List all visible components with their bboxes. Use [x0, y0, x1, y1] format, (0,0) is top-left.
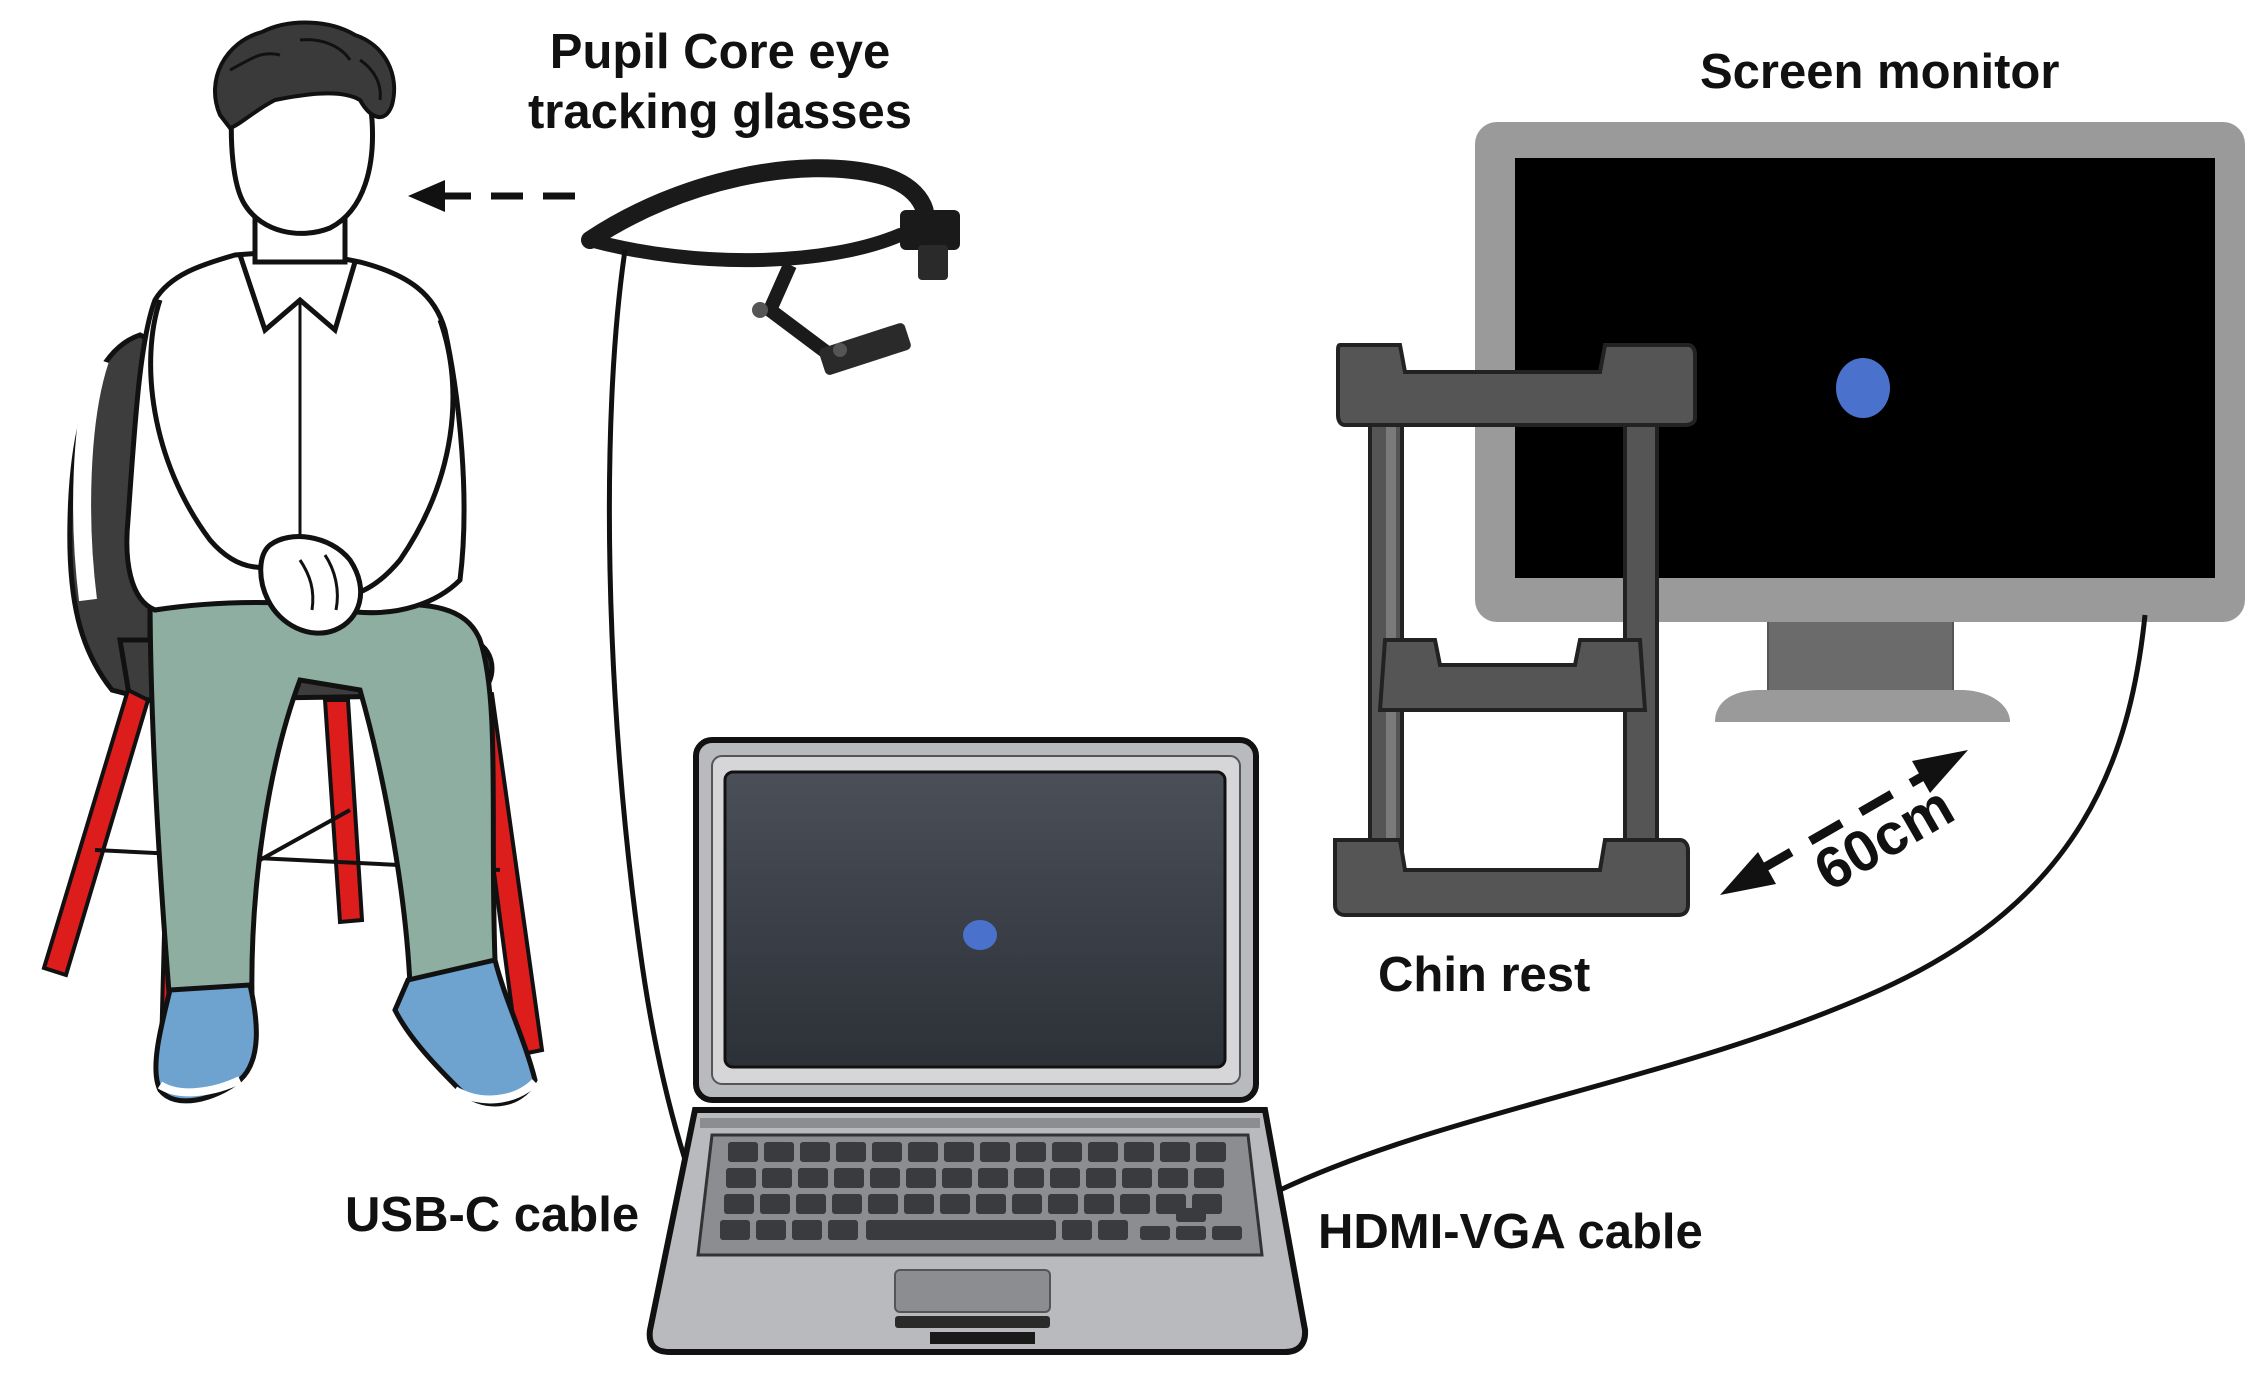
keyboard-key	[870, 1168, 900, 1188]
keyboard-key	[1014, 1168, 1044, 1188]
keyboard-key	[828, 1220, 858, 1240]
keyboard-key	[1194, 1168, 1224, 1188]
keyboard-key	[724, 1194, 754, 1214]
keyboard-key	[1086, 1168, 1116, 1188]
keyboard-key	[834, 1168, 864, 1188]
keyboard-key	[976, 1194, 1006, 1214]
keyboard-key	[1140, 1226, 1170, 1240]
keyboard-key	[1016, 1142, 1046, 1162]
keyboard-key	[1196, 1142, 1226, 1162]
keyboard-key	[1098, 1220, 1128, 1240]
keyboard-key	[980, 1142, 1010, 1162]
laptop	[646, 737, 1309, 1355]
left-shoe	[153, 982, 259, 1104]
keyboard-key	[796, 1194, 826, 1214]
keyboard-key	[1160, 1142, 1190, 1162]
glasses-label-line-1: Pupil Core eye	[549, 25, 891, 79]
chin-rest-label: Chin rest	[1378, 948, 1591, 1002]
usb-c-cable-label: USB-C cable	[345, 1188, 640, 1242]
keyboard-key	[1052, 1142, 1082, 1162]
keyboard-key	[868, 1194, 898, 1214]
keyboard-key	[764, 1142, 794, 1162]
keyboard-key	[942, 1168, 972, 1188]
glasses-label-line-2: tracking glasses	[527, 85, 913, 139]
keyboard-key	[1212, 1226, 1242, 1240]
keyboard-key	[798, 1168, 828, 1188]
keyboard-key	[836, 1142, 866, 1162]
keyboard-key	[940, 1194, 970, 1214]
monitor-target-dot	[1836, 358, 1890, 418]
keyboard-key	[720, 1220, 750, 1240]
laptop-target-dot	[963, 920, 997, 950]
glasses-to-head-arrow	[408, 180, 575, 212]
keyboard-key	[1050, 1168, 1080, 1188]
eye-tracking-glasses	[581, 159, 960, 375]
hdmi-vga-cable-label: HDMI-VGA cable	[1318, 1205, 1703, 1259]
keyboard-key	[1158, 1168, 1188, 1188]
keyboard-key	[906, 1168, 936, 1188]
keyboard-key	[1120, 1194, 1150, 1214]
seated-participant	[41, 20, 545, 1107]
keyboard-key	[944, 1142, 974, 1162]
keyboard-key	[1088, 1142, 1118, 1162]
keyboard-key	[1124, 1142, 1154, 1162]
distance-arrow	[1720, 750, 1968, 895]
keyboard-key	[800, 1142, 830, 1162]
keyboard-key	[1048, 1194, 1078, 1214]
keyboard-key	[866, 1220, 1056, 1240]
keyboard-key	[1176, 1226, 1206, 1240]
keyboard-key	[762, 1168, 792, 1188]
hdmi-vga-cable-line	[1278, 614, 2148, 1193]
usb-c-cable-line	[606, 249, 693, 1176]
keyboard-key	[726, 1168, 756, 1188]
laptop-trackpad	[894, 1269, 1051, 1313]
chin-rest	[1333, 343, 1697, 917]
keyboard-key	[872, 1142, 902, 1162]
laptop-screen	[723, 770, 1227, 1069]
keyboard-key	[1084, 1194, 1114, 1214]
right-shoe	[392, 957, 538, 1107]
keyboard-key	[728, 1142, 758, 1162]
keyboard-key	[978, 1168, 1008, 1188]
keyboard-key	[908, 1142, 938, 1162]
keyboard-key	[756, 1220, 786, 1240]
keyboard-key	[1012, 1194, 1042, 1214]
keyboard-key	[760, 1194, 790, 1214]
keyboard-key	[1176, 1208, 1206, 1222]
hair	[213, 20, 397, 131]
screen-monitor	[1475, 122, 2245, 722]
keyboard-key	[1062, 1220, 1092, 1240]
glasses-label: Pupil Core eye tracking glasses	[505, 22, 935, 142]
keyboard-key	[1122, 1168, 1152, 1188]
keyboard-key	[904, 1194, 934, 1214]
keyboard-key	[792, 1220, 822, 1240]
monitor-label: Screen monitor	[1700, 45, 2060, 99]
laptop-keyboard	[720, 1142, 1242, 1240]
keyboard-key	[832, 1194, 862, 1214]
